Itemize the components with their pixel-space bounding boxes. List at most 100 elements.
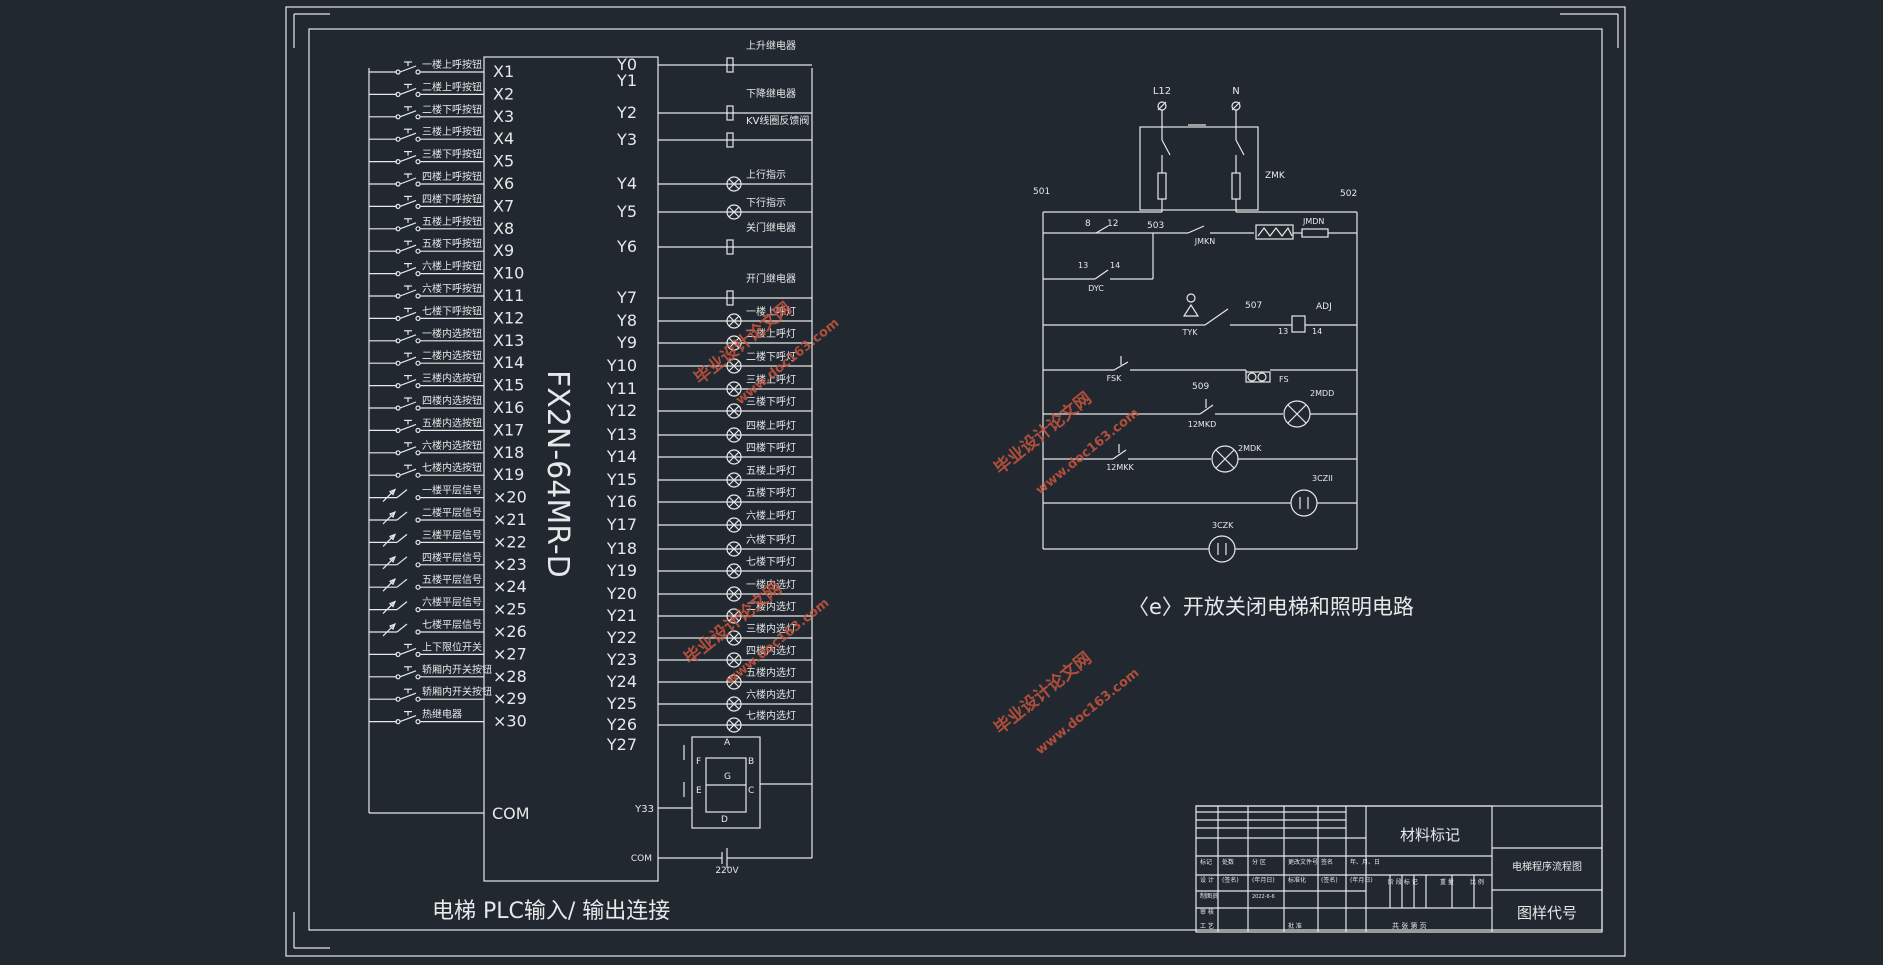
switch-contact — [399, 177, 417, 185]
output-terminal-16: Y16 — [606, 492, 637, 511]
lamp-cross — [1215, 449, 1235, 469]
output-label-15: 五楼上呼灯 — [746, 464, 796, 477]
switch-contact — [399, 468, 417, 476]
tb-row2b-2: 比 例 — [1470, 878, 1484, 886]
switch-terminal — [415, 405, 421, 411]
plc-input-com: COM — [492, 804, 530, 823]
left-caption: 电梯 PLC输入/ 输出连接 — [432, 899, 670, 924]
input-label-2: 二楼下呼按钮 — [422, 103, 482, 116]
output-label-23: 四楼内选灯 — [746, 644, 796, 657]
lamp-cross — [728, 632, 740, 644]
input-label-6: 四楼下呼按钮 — [422, 192, 482, 205]
lamp-cross — [728, 315, 740, 327]
switch-contact — [399, 65, 417, 73]
output-terminal-27: Y27 — [606, 735, 637, 754]
input-label-26: 上下限位开关 — [422, 640, 482, 653]
input-label-14: 三楼内选按钮 — [422, 372, 482, 385]
label-dyc: DYC — [1088, 284, 1104, 293]
input-terminal-11: X12 — [493, 308, 524, 327]
input-label-18: 七楼内选按钮 — [422, 461, 482, 474]
switch-contact — [399, 110, 417, 118]
switch-terminal — [415, 562, 421, 568]
tb-row1-0: 标记 — [1200, 858, 1212, 866]
relay-coil — [726, 239, 734, 255]
output-terminal-1: Y1 — [616, 71, 637, 90]
tb-row2b-1: 重 量 — [1440, 878, 1454, 886]
input-terminal-19: ×20 — [493, 488, 527, 507]
input-terminal-10: X11 — [493, 286, 524, 305]
jmkn-contact — [1187, 225, 1205, 234]
input-terminal-12: X13 — [493, 331, 524, 350]
output-label-9: 二楼上呼灯 — [746, 327, 796, 340]
lamp — [726, 358, 742, 374]
switch-terminal — [415, 539, 421, 546]
tb-drawing-name: 电梯程序流程图 — [1512, 860, 1582, 873]
tyk-head-icon — [1186, 293, 1196, 303]
input-label-25: 七楼平层信号 — [422, 618, 482, 631]
lamp — [726, 517, 742, 533]
switch-terminal — [415, 293, 421, 299]
plc-body — [483, 56, 659, 882]
relay-coil — [726, 105, 734, 121]
input-label-19: 一楼平层信号 — [422, 484, 482, 497]
label-adj-13: 13 — [1278, 327, 1288, 336]
input-label-22: 四楼平层信号 — [422, 551, 482, 564]
switch-terminal — [415, 114, 421, 120]
lamp — [726, 176, 742, 192]
tb-row2-1: (签名) — [1222, 876, 1239, 884]
label-12mkd: 12MKD — [1188, 420, 1217, 429]
switch-contact — [399, 379, 417, 387]
switch-terminal — [415, 226, 421, 232]
lamp — [726, 403, 742, 419]
sensor-arrow — [382, 601, 396, 615]
lamp — [726, 313, 742, 329]
input-terminal-4: X5 — [493, 152, 514, 171]
switch-contact — [399, 334, 417, 342]
relay-coil — [726, 57, 734, 73]
switch-contact — [399, 244, 417, 252]
switch-terminal — [415, 248, 421, 254]
input-terminal-27: ×28 — [493, 667, 527, 686]
switch-terminal — [415, 606, 421, 613]
lamp — [726, 674, 742, 690]
label-jmkn: JMKN — [1194, 237, 1216, 246]
switch-terminal — [415, 136, 421, 142]
sensor-arrow — [382, 578, 396, 592]
switch-contact — [399, 222, 417, 230]
tb-row2-3: 标准化 — [1288, 876, 1306, 884]
output-label-7: 开门继电器 — [746, 272, 796, 285]
heater-zigzag — [1257, 226, 1293, 237]
input-terminal-14: X15 — [493, 376, 524, 395]
output-terminal-19: Y19 — [606, 561, 637, 580]
switch-terminal — [415, 427, 421, 433]
fs-coil — [1257, 372, 1267, 382]
output-label-22: 三楼内选灯 — [746, 622, 796, 635]
input-terminal-13: X14 — [493, 353, 524, 372]
switch-contact — [399, 155, 417, 163]
output-terminal-15: Y15 — [606, 470, 637, 489]
switch-terminal — [415, 69, 421, 75]
switch-contact — [399, 670, 417, 678]
switch-terminal — [415, 450, 421, 456]
label-14: 14 — [1110, 261, 1120, 270]
terminal-slash — [1157, 101, 1167, 111]
input-terminal-21: ×22 — [493, 532, 527, 551]
input-label-3: 三楼上呼按钮 — [422, 125, 482, 138]
sensor-arrowhead — [388, 622, 397, 631]
contact-8-12 — [1095, 225, 1109, 234]
input-terminal-0: X1 — [493, 62, 514, 81]
socket-3czii — [1290, 489, 1318, 517]
switch-terminal — [415, 674, 421, 680]
display-com-label: COM — [631, 854, 652, 864]
sensor-arrowhead — [388, 555, 397, 563]
input-terminal-18: X19 — [493, 465, 524, 484]
output-label-5: 下行指示 — [746, 196, 786, 209]
input-terminal-25: ×26 — [493, 622, 527, 641]
lamp-cross — [728, 543, 740, 555]
lamp-cross — [728, 588, 740, 600]
switch-terminal — [415, 338, 421, 344]
output-label-16: 五楼下呼灯 — [746, 486, 796, 499]
input-label-16: 五楼内选按钮 — [422, 416, 482, 429]
lamp-cross — [728, 474, 740, 486]
